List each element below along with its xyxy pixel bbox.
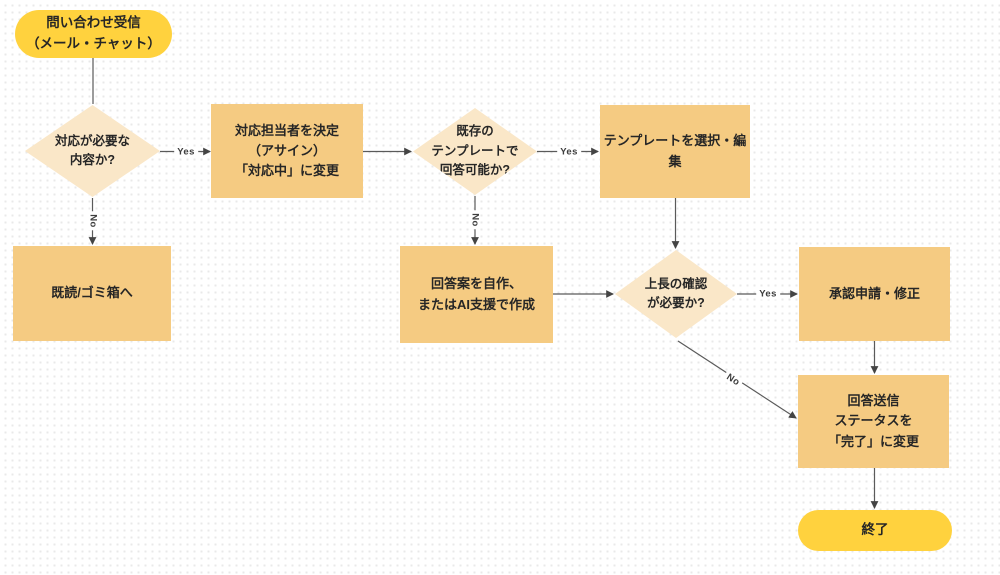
edge-label-no-2: No	[469, 210, 481, 230]
node-decision-manager-check-label: 上長の確認 が必要か?	[644, 276, 708, 310]
node-start[interactable]: 問い合わせ受信 （メール・チャット）	[15, 10, 172, 58]
node-end[interactable]: 終了	[798, 510, 952, 551]
node-process-archive[interactable]: 既読/ゴミ箱へ	[13, 246, 171, 341]
node-decision-need-response-label: 対応が必要な 内容か?	[54, 133, 130, 167]
node-decision-template[interactable]: 既存の テンプレートで 回答可能か?	[413, 108, 537, 195]
node-process-send-label: 回答送信 ステータスを 「完了」に変更	[827, 393, 919, 449]
edge-label-yes-3: Yes	[756, 288, 780, 300]
node-process-select-template-label: テンプレートを選択・編集	[603, 133, 747, 169]
edge-label-no-3: No	[721, 370, 745, 390]
node-process-archive-label: 既読/ゴミ箱へ	[51, 285, 133, 301]
node-process-assign-label: 対応担当者を決定 （アサイン） 「対応中」に変更	[234, 122, 339, 179]
node-start-label: 問い合わせ受信 （メール・チャット）	[26, 15, 161, 51]
node-decision-template-label: 既存の テンプレートで 回答可能か?	[431, 124, 519, 178]
node-decision-manager-check[interactable]: 上長の確認 が必要か?	[615, 250, 737, 338]
node-process-draft-label: 回答案を自作、 またはAI支援で作成	[417, 276, 535, 312]
edge-label-yes-1: Yes	[174, 146, 198, 157]
node-process-approval[interactable]: 承認申請・修正	[799, 247, 950, 341]
node-process-select-template[interactable]: テンプレートを選択・編集	[600, 105, 750, 198]
edge-label-no-1: No	[87, 211, 98, 231]
edge-label-yes-2: Yes	[557, 146, 581, 157]
node-process-approval-label: 承認申請・修正	[828, 285, 920, 301]
node-process-send[interactable]: 回答送信 ステータスを 「完了」に変更	[798, 375, 949, 468]
node-process-assign[interactable]: 対応担当者を決定 （アサイン） 「対応中」に変更	[211, 104, 363, 198]
node-process-draft[interactable]: 回答案を自作、 またはAI支援で作成	[400, 246, 553, 343]
node-decision-need-response[interactable]: 対応が必要な 内容か?	[25, 105, 160, 197]
node-end-label: 終了	[861, 522, 889, 538]
